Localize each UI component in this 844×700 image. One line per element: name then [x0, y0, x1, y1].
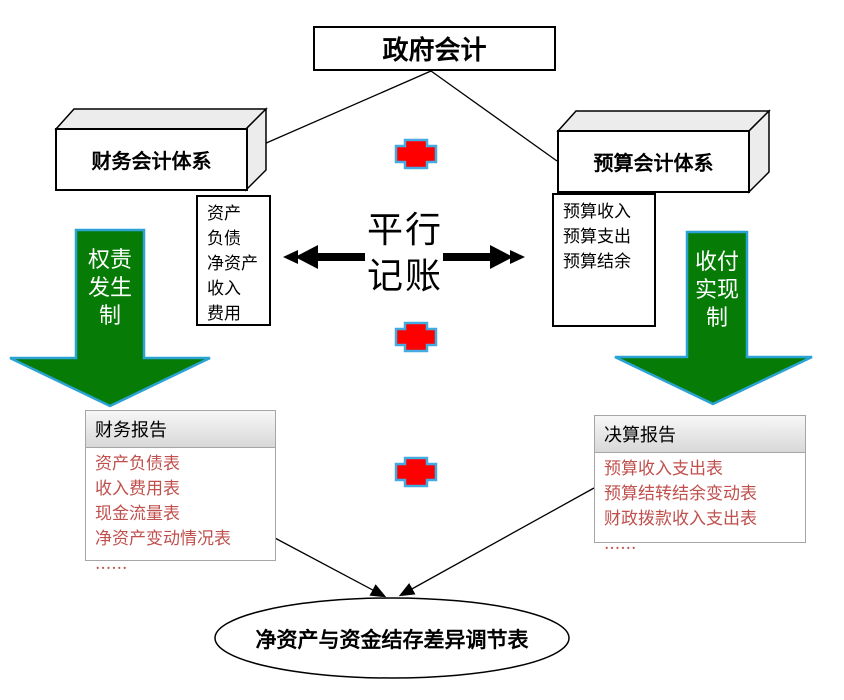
final-accounts-report-header: 决算报告 [595, 416, 805, 453]
financial-element: 收入 [207, 279, 241, 299]
budget-element: 预算结余 [563, 252, 631, 272]
report-item: 预算收入支出表 [604, 459, 723, 479]
connector-title-to-financial [263, 70, 432, 145]
report-item: 预算结转结余变动表 [604, 484, 757, 504]
red-plus-icon-middle [394, 321, 438, 353]
basis-line: 实现 [694, 278, 739, 303]
red-plus-icon-top [394, 138, 438, 170]
report-item: ...... [95, 554, 128, 574]
parallel-line-1: 平行 [366, 210, 443, 251]
connector-title-to-budget [430, 70, 558, 162]
financial-element: 费用 [207, 304, 241, 324]
financial-report-items: 资产负债表 收入费用表 现金流量表 净资产变动情况表 ...... [86, 448, 275, 577]
page-title: 政府会计 [313, 26, 556, 71]
accrual-basis-arrow [9, 228, 211, 408]
connector-financial-report-to-ellipse [272, 536, 387, 598]
financial-element: 净资产 [207, 254, 258, 274]
basis-line: 收付 [694, 250, 739, 275]
accrual-basis-label: 权责 发生 制 [76, 247, 144, 331]
financial-elements-box: 资产 负债 净资产 收入 费用 [196, 195, 271, 326]
reconciliation-table-label: 净资产与资金结存差异调节表 [255, 626, 529, 652]
financial-report-box: 财务报告 资产负债表 收入费用表 现金流量表 净资产变动情况表 ...... [85, 410, 276, 574]
budget-accounting-system-box: 预算会计体系 [557, 130, 750, 193]
cash-basis-arrow [614, 230, 813, 406]
reconciliation-ellipse [214, 597, 570, 679]
final-accounts-report-items: 预算收入支出表 预算结转结余变动表 财政拨款收入支出表 ...... [595, 453, 805, 557]
parallel-right-arrow-icon [443, 245, 525, 269]
financial-element: 资产 [207, 204, 241, 224]
parallel-line-2: 记账 [366, 256, 443, 297]
report-item: 净资产变动情况表 [95, 529, 231, 549]
budget-element: 预算收入 [563, 202, 631, 222]
report-item: 资产负债表 [95, 454, 180, 474]
connector-final-report-to-ellipse [398, 487, 595, 597]
basis-line: 制 [705, 306, 728, 331]
red-plus-icon-bottom [394, 456, 438, 488]
report-item: 收入费用表 [95, 479, 180, 499]
basis-line: 制 [98, 304, 121, 329]
financial-element: 负债 [207, 229, 241, 249]
budget-elements-box: 预算收入 预算支出 预算结余 [552, 193, 656, 327]
cash-basis-label: 收付 实现 制 [687, 249, 747, 333]
report-item: 现金流量表 [95, 504, 180, 524]
basis-line: 发生 [87, 276, 132, 301]
report-item: 财政拨款收入支出表 [604, 509, 757, 529]
parallel-bookkeeping-label: 平行 记账 [345, 208, 465, 302]
budget-box-top-face [556, 110, 771, 132]
budget-element: 预算支出 [563, 227, 631, 247]
parallel-left-arrow-icon [283, 245, 365, 269]
financial-report-header: 财务报告 [86, 411, 275, 448]
final-accounts-report-box: 决算报告 预算收入支出表 预算结转结余变动表 财政拨款收入支出表 ...... [594, 415, 806, 554]
financial-box-top-face [54, 108, 268, 130]
basis-line: 权责 [87, 248, 132, 273]
financial-accounting-system-box: 财务会计体系 [55, 128, 248, 191]
report-item: ...... [604, 534, 637, 554]
